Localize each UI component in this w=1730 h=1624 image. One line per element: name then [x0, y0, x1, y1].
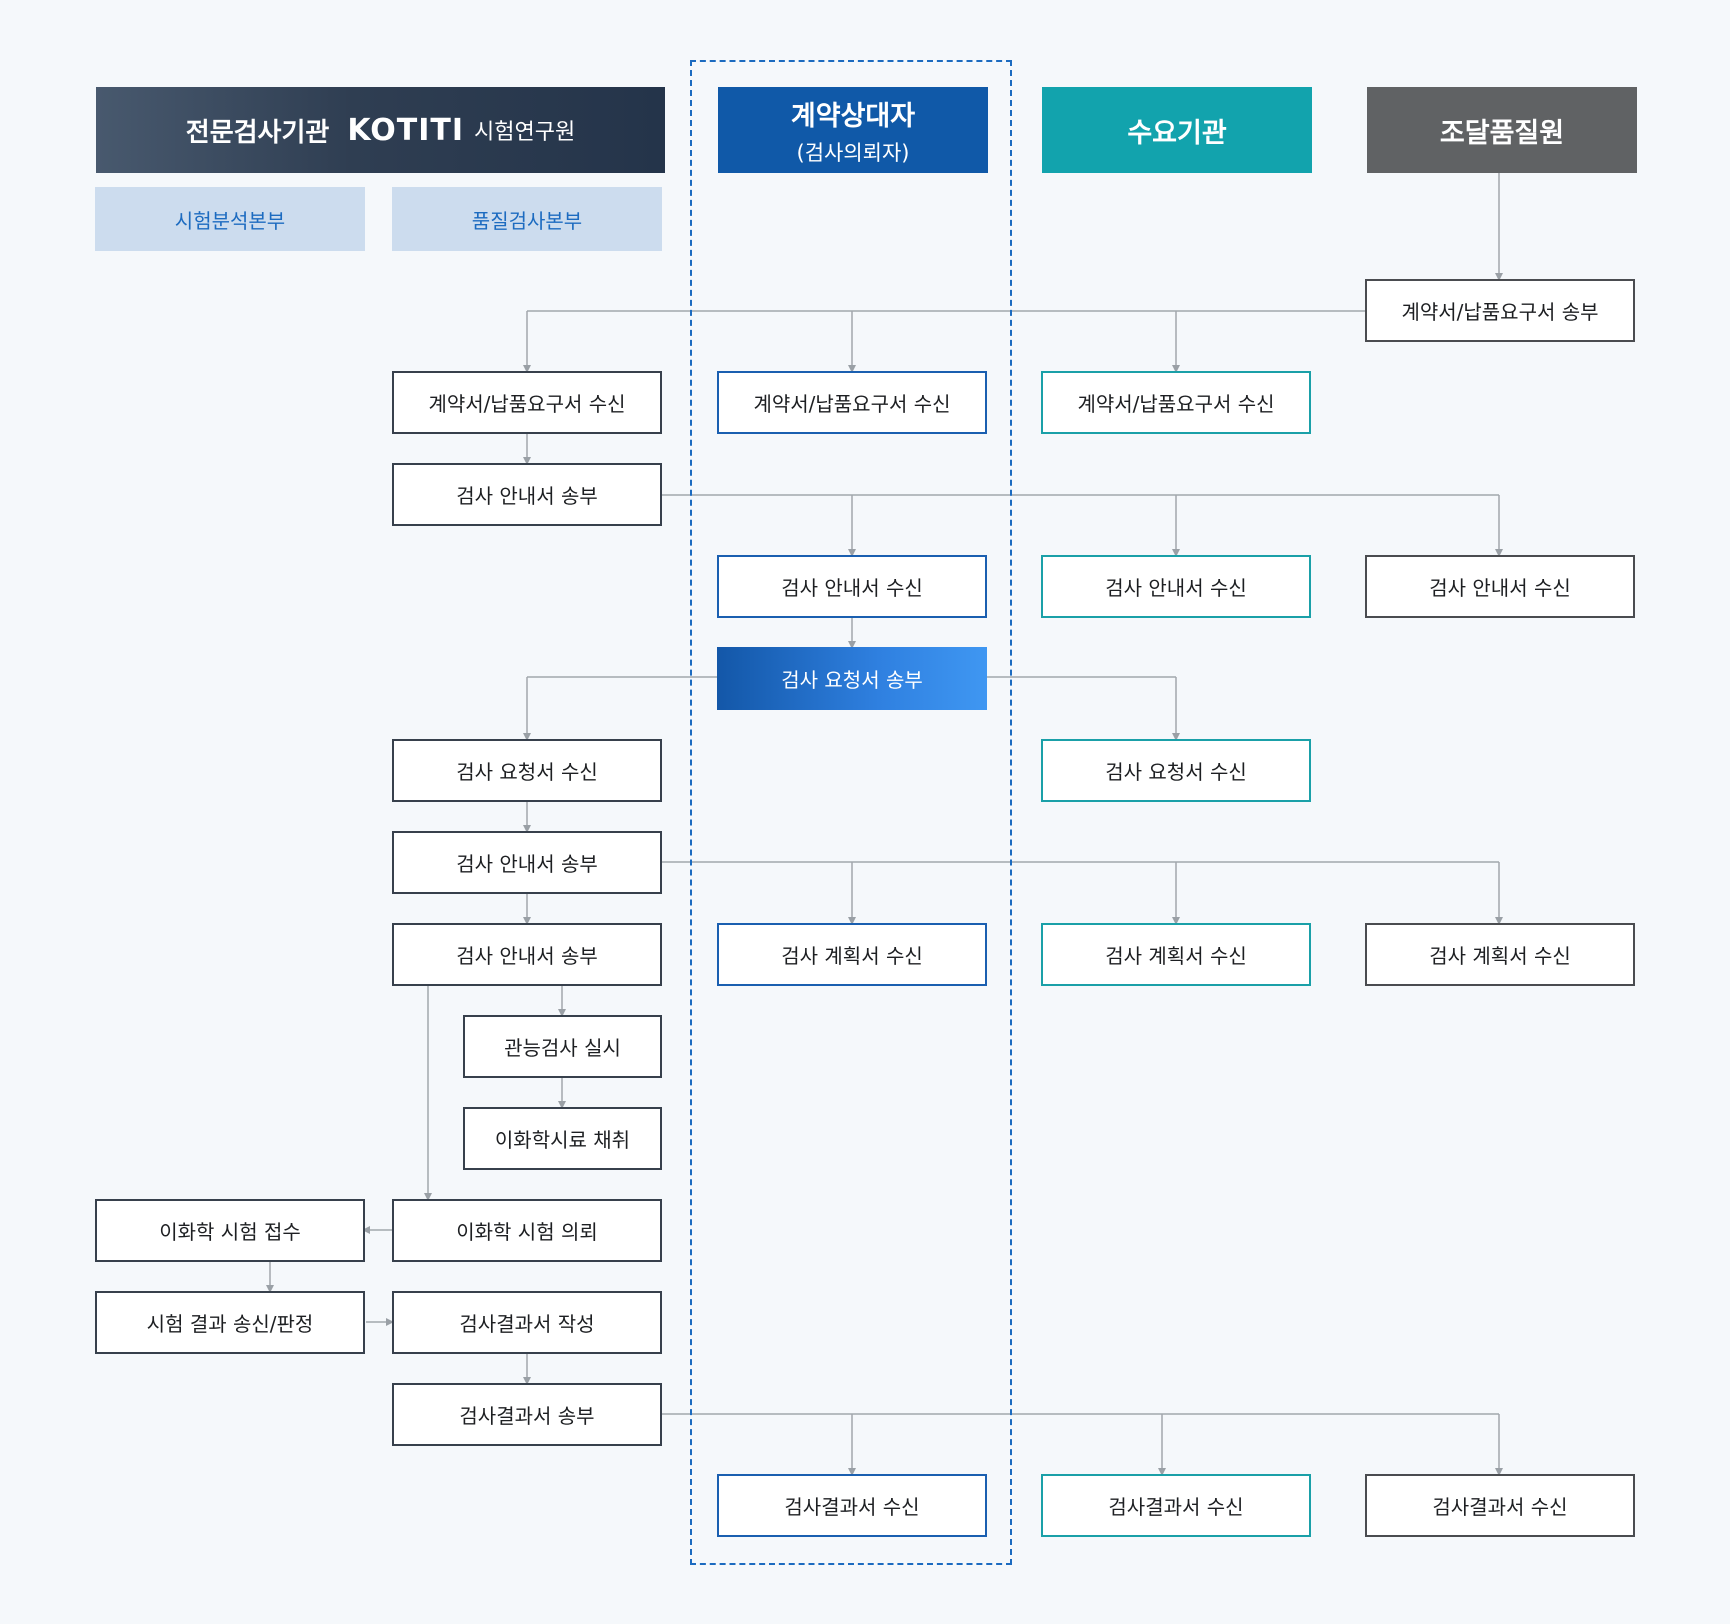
- header-supply-title: 조달품질원: [1439, 117, 1565, 149]
- header-inspection-agency: 전문검사기관 KOTITI 시험연구원: [96, 87, 665, 173]
- node-quality-sensory-test: 관능검사 실시: [463, 1015, 662, 1078]
- node-quality-send-report: 검사결과서 송부: [392, 1383, 662, 1446]
- node-demand-recv-plan: 검사 계획서 수신: [1041, 923, 1311, 986]
- node-contract-send-request: 검사 요청서 송부: [717, 647, 987, 710]
- node-demand-recv-guide: 검사 안내서 수신: [1041, 555, 1311, 618]
- subheader-lab-division: 시험분석본부: [95, 187, 365, 251]
- node-quality-write-report: 검사결과서 작성: [392, 1291, 662, 1354]
- header-agency-label: 전문검사기관: [185, 117, 330, 148]
- header-demand-title: 수요기관: [1127, 117, 1227, 149]
- node-quality-recv-contract: 계약서/납품요구서 수신: [392, 371, 662, 434]
- node-demand-recv-contract: 계약서/납품요구서 수신: [1041, 371, 1311, 434]
- node-quality-send-guide-3: 검사 안내서 송부: [392, 923, 662, 986]
- node-lab-receive-test: 이화학 시험 접수: [95, 1199, 365, 1262]
- node-quality-send-guide-2: 검사 안내서 송부: [392, 831, 662, 894]
- node-contract-recv-plan: 검사 계획서 수신: [717, 923, 987, 986]
- node-supply-recv-plan: 검사 계획서 수신: [1365, 923, 1635, 986]
- node-demand-recv-report: 검사결과서 수신: [1041, 1474, 1311, 1537]
- header-demand-agency: 수요기관: [1042, 87, 1312, 173]
- kotiti-logo-sub: 시험연구원: [473, 120, 576, 145]
- node-contract-recv-contract: 계약서/납품요구서 수신: [717, 371, 987, 434]
- node-supply-recv-guide: 검사 안내서 수신: [1365, 555, 1635, 618]
- node-contract-recv-report: 검사결과서 수신: [717, 1474, 987, 1537]
- contractor-dashed-column: [690, 60, 1012, 1565]
- node-supply-recv-report: 검사결과서 수신: [1365, 1474, 1635, 1537]
- node-demand-recv-request: 검사 요청서 수신: [1041, 739, 1311, 802]
- header-contractor: 계약상대자 (검사의뢰자): [718, 87, 988, 173]
- node-quality-send-guide-1: 검사 안내서 송부: [392, 463, 662, 526]
- kotiti-logo: KOTITI: [347, 112, 464, 148]
- node-supply-send-contract: 계약서/납품요구서 송부: [1365, 279, 1635, 342]
- header-procurement-quality: 조달품질원: [1367, 87, 1637, 173]
- node-quality-request-test: 이화학 시험 의뢰: [392, 1199, 662, 1262]
- subheader-quality-division: 품질검사본부: [392, 187, 662, 251]
- header-contractor-title: 계약상대자: [790, 100, 916, 132]
- node-quality-recv-request: 검사 요청서 수신: [392, 739, 662, 802]
- header-contractor-sub: (검사의뢰자): [796, 140, 910, 165]
- node-quality-sample: 이화학시료 채취: [463, 1107, 662, 1170]
- node-contract-recv-guide: 검사 안내서 수신: [717, 555, 987, 618]
- node-lab-send-result: 시험 결과 송신/판정: [95, 1291, 365, 1354]
